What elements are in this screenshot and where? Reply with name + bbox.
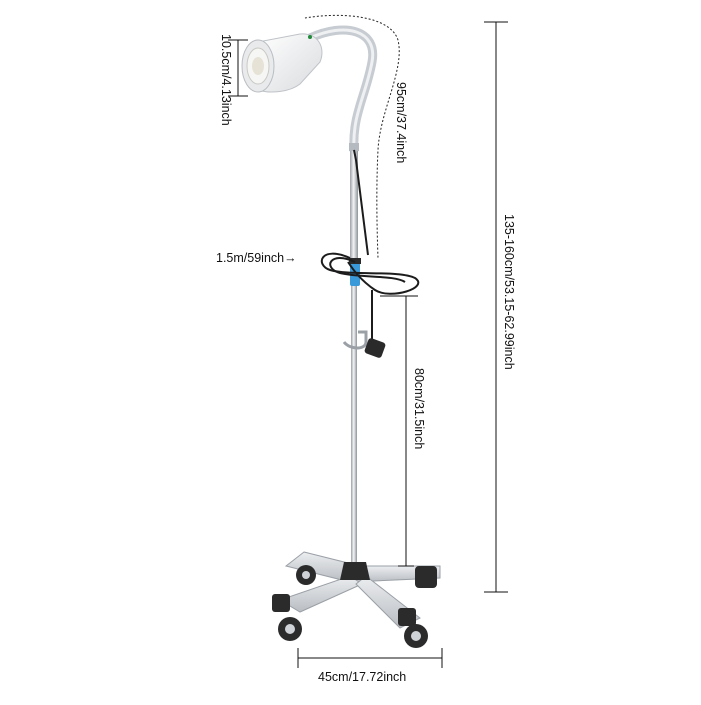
cable-hook xyxy=(342,330,368,350)
lower-pole xyxy=(351,258,357,570)
lamp-head xyxy=(241,33,323,93)
wheeled-base xyxy=(272,551,441,648)
gooseneck-guide-dotted xyxy=(304,14,400,259)
lower-pole-dimension xyxy=(380,295,418,567)
caster-wheel-right-front xyxy=(398,608,428,648)
cable-length-label: 1.5m/59inch→ xyxy=(216,251,297,265)
power-cable xyxy=(320,149,420,349)
caster-wheel-left-front xyxy=(272,594,302,641)
head-dimension-bracket xyxy=(228,39,248,97)
total-height-label: 135-160cm/53.15-62.99inch xyxy=(502,214,516,370)
lower-pole-height-label: 80cm/31.5inch xyxy=(412,368,426,450)
total-height-dimension xyxy=(484,21,508,593)
caster-wheel-left-back xyxy=(296,565,316,585)
gooseneck-length-label: 95cm/37.4inch xyxy=(394,82,408,164)
plug xyxy=(364,338,386,358)
head-diameter-label: 10.5cm/4.13inch xyxy=(219,34,233,126)
caster-wheel-right-back xyxy=(415,566,437,588)
upper-pole xyxy=(350,148,358,258)
base-width-dimension xyxy=(297,648,443,668)
base-width-label: 45cm/17.72inch xyxy=(318,670,407,684)
